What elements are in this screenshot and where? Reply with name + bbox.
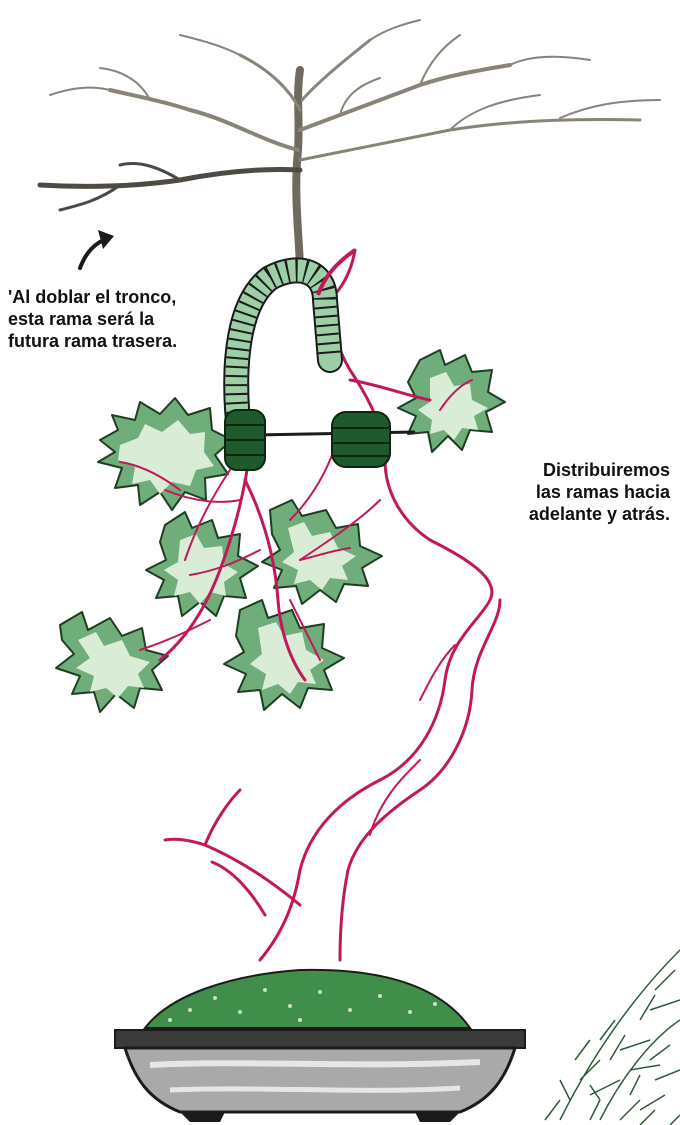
- annotation-line: 'Al doblar el tronco,: [8, 286, 238, 308]
- pine-foliage: [545, 950, 680, 1125]
- annotation-line: adelante y atrás.: [470, 503, 670, 525]
- annotation-line: Distribuiremos: [470, 459, 670, 481]
- arrow-icon: [80, 230, 114, 268]
- annotation-future-back-branch: 'Al doblar el tronco, esta rama será la …: [8, 286, 238, 352]
- annotation-line: las ramas hacia: [470, 481, 670, 503]
- annotation-line: esta rama será la: [8, 308, 238, 330]
- future-crown: [40, 20, 660, 265]
- foliage-right: [398, 350, 505, 452]
- bonsai-pot: [115, 1030, 525, 1122]
- wire-clamps: [225, 410, 415, 470]
- annotation-distribute-branches: Distribuiremos las ramas hacia adelante …: [470, 459, 670, 525]
- annotation-line: futura rama trasera.: [8, 330, 238, 352]
- soil: [145, 970, 470, 1028]
